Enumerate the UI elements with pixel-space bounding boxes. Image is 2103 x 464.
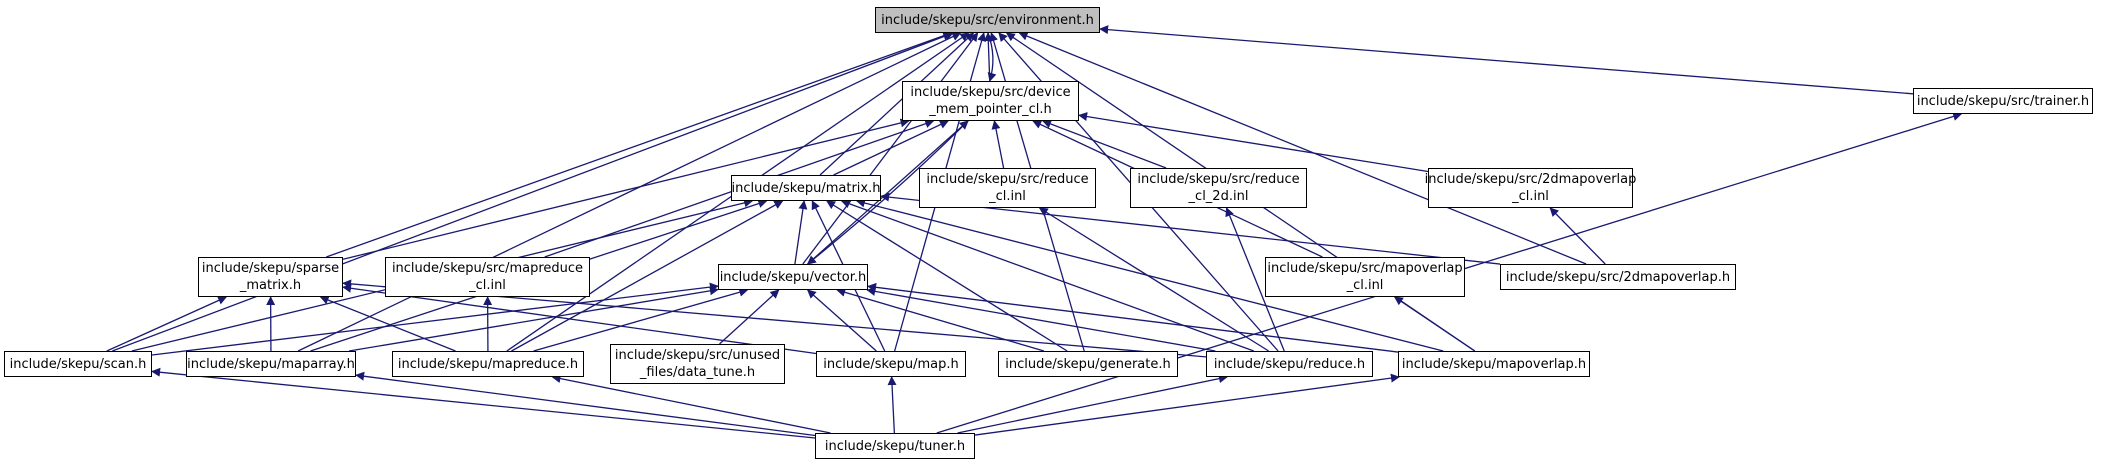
node-environment-h: include/skepu/src/environment.h [875, 7, 1100, 33]
edge-matrix-to-env [819, 32, 975, 176]
edge-reducecl-to-devmem [991, 120, 1005, 169]
edge-reduce-to-reducecl2d [1225, 207, 1285, 352]
edge-scan-to-env [112, 31, 954, 352]
edge-generate-to-matrix [826, 200, 1068, 352]
edge-maparray-to-vector [348, 286, 719, 352]
node-mapreduce-cl-inl[interactable]: include/skepu/src/mapreduce_cl.inl [385, 257, 590, 297]
edge-reduce-to-matrix [840, 199, 1255, 352]
edge-reducecl2d-to-devmem [1042, 119, 1167, 169]
edge-tuner-to-mapreduce [551, 374, 831, 434]
edge-tuner-to-reduce [957, 374, 1228, 434]
node-generate-h[interactable]: include/skepu/generate.h [998, 351, 1178, 377]
edge-devmem-to-env [983, 32, 993, 82]
edge-datatune-to-vector [719, 289, 780, 345]
edge-generate-to-vector [836, 287, 1045, 352]
edge-matrix-to-devmem [833, 120, 949, 176]
edge-mapoverlap-to-matrix [855, 198, 1444, 352]
edge-sparse-to-devmem [342, 118, 910, 260]
edge-tuner-to-mapoverlap [974, 373, 1400, 436]
node-reduce-h[interactable]: include/skepu/reduce.h [1206, 351, 1373, 377]
node-reduce-cl-inl[interactable]: include/skepu/src/reduce_cl.inl [919, 168, 1096, 208]
node-mapreduce-h[interactable]: include/skepu/mapreduce.h [392, 351, 584, 377]
edge-mapreduce-to-matrix [511, 200, 784, 352]
edge-map-to-vector [806, 289, 877, 352]
node-2dmapoverlap-h[interactable]: include/skepu/src/2dmapoverlap.h [1500, 264, 1736, 290]
edge-mapreduce-to-vector [533, 287, 749, 352]
edge-devmem-to-vector [806, 120, 969, 265]
edge-map2dcl-to-devmem [1078, 112, 1429, 173]
edge-map2d-to-map2dcl [1549, 207, 1606, 265]
edge-reduce-to-vector [866, 286, 1216, 352]
edge-scan-to-sparse [106, 296, 228, 352]
node-sparse-matrix-h[interactable]: include/skepu/sparse_matrix.h [198, 257, 343, 297]
edge-mapreduce-to-sparse [319, 295, 456, 352]
node-scan-h[interactable]: include/skepu/scan.h [4, 351, 152, 377]
edge-trainer-to-env [1099, 25, 1914, 95]
node-device-mem-pointer-cl-h[interactable]: include/skepu/src/device_mem_pointer_cl.… [902, 81, 1079, 121]
edge-vector-to-matrix [794, 200, 808, 265]
edge-maparray-to-env [297, 32, 962, 352]
node-trainer-h[interactable]: include/skepu/src/trainer.h [1913, 88, 2093, 114]
edge-sparse-to-env [326, 31, 953, 258]
edge-tuner-to-map [887, 376, 897, 434]
edge-scan-to-vector [151, 282, 719, 356]
node-mapoverlap-cl-inl[interactable]: include/skepu/src/mapoverlap_cl.inl [1265, 257, 1465, 297]
node-data-tune-h[interactable]: include/skepu/src/unused_files/data_tune… [610, 344, 785, 384]
edge-vector-to-devmem [807, 120, 969, 265]
node-maparray-h[interactable]: include/skepu/maparray.h [186, 351, 356, 377]
node-vector-h[interactable]: include/skepu/vector.h [718, 264, 868, 290]
node-mapoverlap-h[interactable]: include/skepu/mapoverlap.h [1398, 351, 1590, 377]
edge-tuner-to-maparray [355, 371, 816, 437]
edge-mapoverlap-to-mapovcl [1393, 296, 1476, 352]
node-matrix-h[interactable]: include/skepu/matrix.h [731, 175, 881, 201]
edge-tuner-to-scan [151, 367, 816, 439]
node-2dmapoverlap-cl-inl[interactable]: include/skepu/src/2dmapoverlap_cl.inl [1425, 168, 1636, 208]
node-reduce-cl-2d-inl[interactable]: include/skepu/src/reduce_cl_2d.inl [1130, 168, 1307, 208]
edge-mapoverlap-to-vector [867, 282, 1399, 353]
edge-map2d-to-env [1018, 31, 1587, 265]
node-map-h[interactable]: include/skepu/map.h [816, 351, 966, 377]
edge-reduce-to-reducecl [1038, 207, 1270, 352]
node-tuner-h[interactable]: include/skepu/tuner.h [815, 433, 975, 459]
